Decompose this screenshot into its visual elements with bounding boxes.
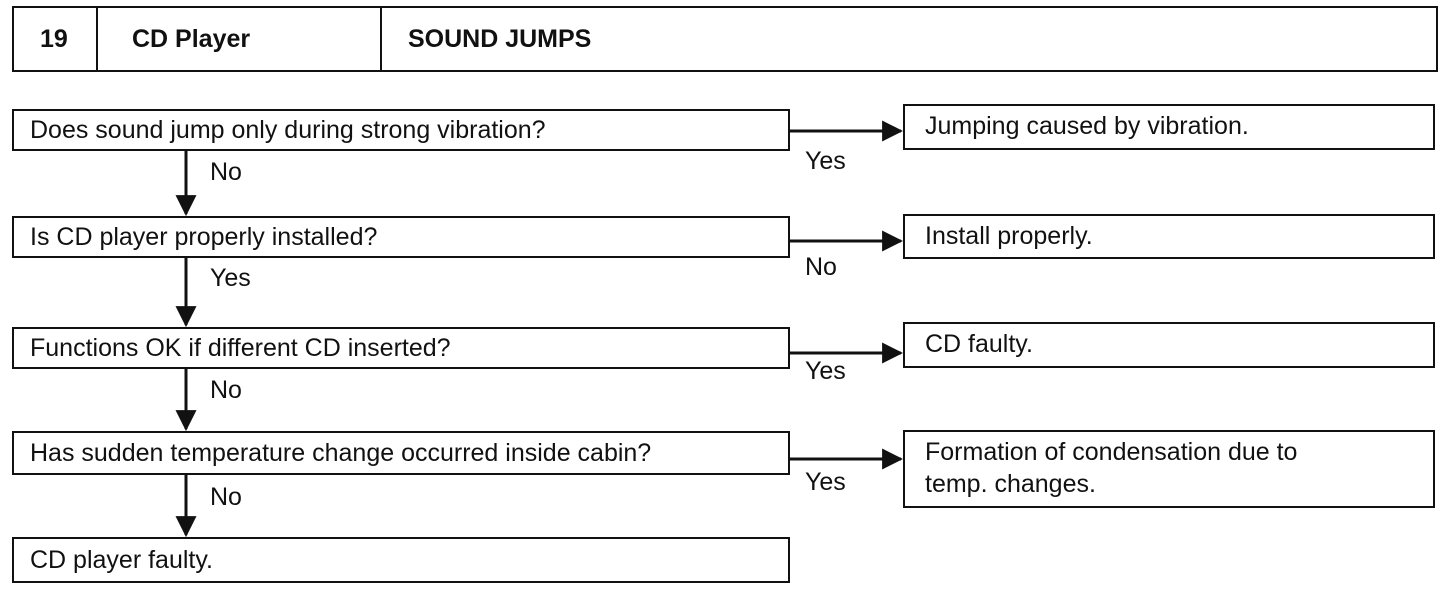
result-text: Jumping caused by vibration. [925, 112, 1249, 140]
result-text: CD faulty. [925, 330, 1033, 358]
down-label-1: No [210, 158, 242, 186]
question-box-temperature: Has sudden temperature change occurred i… [12, 431, 790, 475]
side-label-3: Yes [805, 357, 846, 385]
question-text: Does sound jump only during strong vibra… [30, 116, 546, 144]
down-label-4: No [210, 483, 242, 511]
question-box-vibration: Does sound jump only during strong vibra… [12, 109, 790, 151]
side-label-2: No [805, 253, 837, 281]
header-component-cell: CD Player [96, 6, 382, 72]
result-box-vibration: Jumping caused by vibration. [903, 104, 1435, 150]
question-text: Is CD player properly installed? [30, 223, 378, 251]
header-number-cell: 19 [12, 6, 98, 72]
header-symptom: SOUND JUMPS [408, 24, 592, 53]
final-result-text: CD player faulty. [30, 546, 213, 574]
down-label-2: Yes [210, 264, 251, 292]
question-text: Functions OK if different CD inserted? [30, 334, 451, 362]
result-text-line: temp. changes. [925, 470, 1096, 498]
side-label-4: Yes [805, 468, 846, 496]
down-label-3: No [210, 376, 242, 404]
result-box-install: Install properly. [903, 214, 1435, 259]
question-box-installation: Is CD player properly installed? [12, 216, 790, 258]
result-text-line: Formation of condensation due to [925, 438, 1298, 466]
header-number: 19 [40, 24, 68, 53]
header-symptom-cell: SOUND JUMPS [380, 6, 1438, 72]
question-text: Has sudden temperature change occurred i… [30, 439, 652, 467]
final-result-box: CD player faulty. [12, 537, 790, 583]
question-box-different-cd: Functions OK if different CD inserted? [12, 327, 790, 369]
result-box-condensation: Formation of condensation due to temp. c… [903, 430, 1435, 508]
result-box-cd-faulty: CD faulty. [903, 322, 1435, 368]
header-component: CD Player [132, 24, 251, 53]
result-text: Install properly. [925, 222, 1093, 250]
side-label-1: Yes [805, 147, 846, 175]
